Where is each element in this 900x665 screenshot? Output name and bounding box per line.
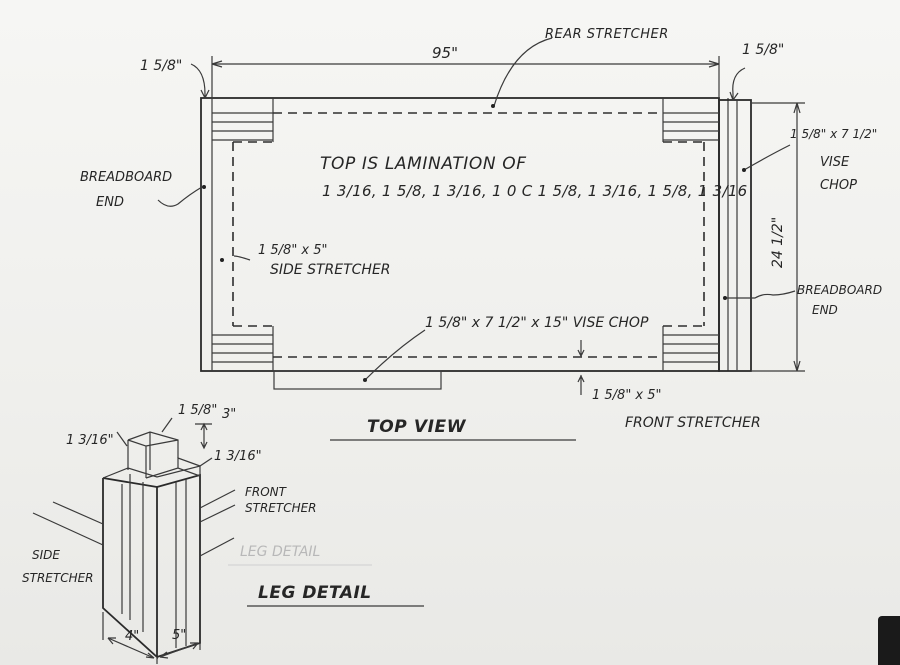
vise-chop-right-label-1: VISE (820, 155, 850, 170)
overall-length-label: 95" (432, 44, 458, 62)
breadboard-left-label-2: END (96, 195, 124, 210)
right-offset-arrow (729, 67, 746, 101)
breadboard-right-leader (725, 290, 796, 299)
top-view (157, 37, 805, 441)
vise-chop-front-leader (364, 329, 426, 381)
dim-3-line (195, 422, 212, 450)
vise-chop-right-label-2: CHOP (820, 178, 857, 193)
left-front-leg-block (212, 326, 274, 371)
leg-top-face (102, 465, 201, 479)
leg-dim-1316-left: 1 3/16" (66, 433, 114, 448)
side-stretcher-dim: 1 5/8" x 5" (258, 243, 328, 258)
vise-chop-right-dim: 1 5/8" x 7 1/2" (790, 127, 877, 141)
leg-dim-4: 4" (125, 629, 139, 644)
leg-dim-5: 5" (172, 628, 186, 643)
side-stretcher-leader (233, 255, 251, 261)
front-stretcher-label: FRONT STRETCHER (625, 415, 761, 431)
left-offset-arrow (190, 63, 210, 99)
top-view-title: TOP VIEW (367, 417, 467, 437)
length-dimension (211, 56, 720, 98)
side-stretcher-label: SIDE STRETCHER (270, 262, 391, 278)
front-vise-chop (273, 370, 442, 390)
leg-upper-block (145, 457, 201, 479)
leg-detail-title: LEG DETAIL (258, 583, 372, 603)
right-offset-label: 1 5/8" (742, 42, 784, 58)
width-label: 24 1/2" (770, 217, 786, 268)
leg-front-stretcher-1: FRONT (245, 485, 288, 499)
left-offset-label: 1 5/8" (140, 58, 182, 74)
lamination-line1: TOP IS LAMINATION OF (320, 154, 527, 174)
leg-side-stretcher-2: STRETCHER (22, 571, 94, 585)
breadboard-right-label-2: END (812, 303, 838, 317)
right-front-leg-block (662, 326, 719, 371)
binder-clip (878, 616, 900, 665)
vise-chop-front-label: 1 5/8" x 7 1/2" x 15" VISE CHOP (425, 315, 649, 331)
leg-dim-158: 1 5/8" (178, 403, 217, 418)
leg-tenon (127, 431, 179, 478)
leg-dim-3: 3" (222, 407, 236, 422)
leg-detail (32, 417, 424, 664)
rear-stretcher-leader (493, 37, 553, 107)
vise-chop-right-leader (743, 144, 791, 171)
labels: 95" REAR STRETCHER 1 5/8" 1 5/8" TOP IS … (22, 27, 882, 644)
left-rear-leg-block (212, 98, 274, 142)
lamination-line2: 1 3/16, 1 5/8, 1 3/16, 1 0 C 1 5/8, 1 3/… (322, 182, 748, 200)
front-stretcher-arrows (577, 340, 585, 395)
leg-detail-ghost-title: LEG DETAIL (240, 544, 320, 560)
breadboard-left-leader (157, 186, 203, 207)
breadboard-right-label-1: BREADBOARD (797, 283, 882, 297)
breadboard-left-label-1: BREADBOARD (80, 170, 172, 185)
front-stretcher-dim: 1 5/8" x 5" (592, 388, 662, 403)
right-vise-chop-outline (718, 99, 752, 372)
rear-stretcher-label: REAR STRETCHER (545, 27, 669, 42)
leg-side-stretcher-1: SIDE (32, 548, 60, 562)
bottom-dimensions (102, 612, 201, 664)
hidden-stretcher-lines (232, 112, 705, 358)
leg-front-stretcher-2: STRETCHER (245, 501, 317, 515)
right-rear-leg-block (662, 98, 719, 142)
leg-dim-1316-right: 1 3/16" (214, 449, 262, 464)
width-dimension (752, 102, 805, 372)
